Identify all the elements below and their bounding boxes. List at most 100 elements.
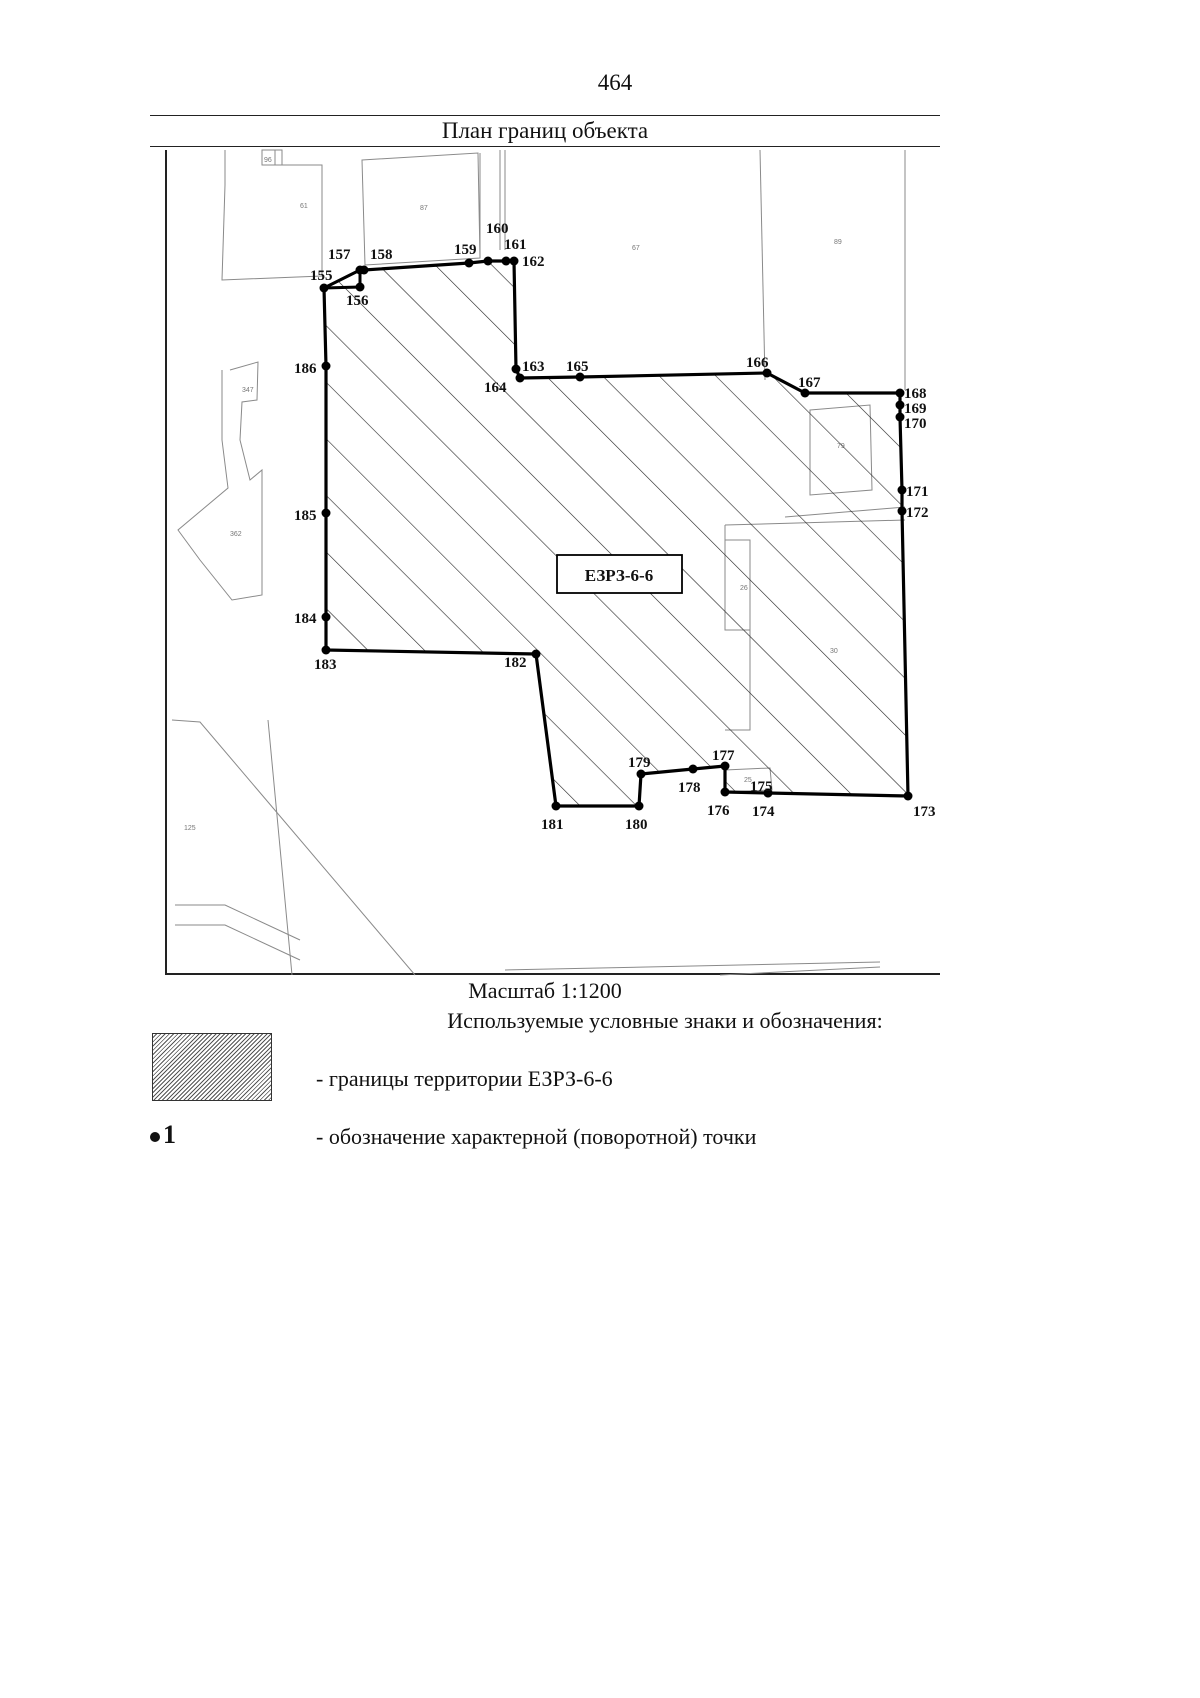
turning-point-185: 185 [294,508,331,524]
point-marker [551,801,561,811]
point-label: 178 [678,780,701,796]
legend-point-symbol: 1 [150,1120,176,1150]
zone-label: ЕЗРЗ-6-6 [585,566,653,585]
turning-point-176: 176 [707,787,730,819]
point-marker [903,791,913,801]
point-marker [501,256,511,266]
point-marker [321,612,331,622]
plot-number: 89 [834,239,842,246]
point-marker [359,265,369,275]
point-label: 163 [522,359,545,375]
point-label: 175 [750,779,773,795]
point-label: 164 [484,380,507,396]
point-marker [720,787,730,797]
point-marker [720,761,730,771]
point-label: 169 [904,401,927,417]
point-marker [509,256,519,266]
plot-number: 362 [230,531,242,538]
title-top-rule [150,115,940,116]
map-scale: Масштаб 1:1200 [468,978,622,1003]
turning-point-160: 160 [483,221,509,266]
title-bottom-rule [150,146,940,147]
turning-point-178: 178 [678,764,701,796]
turning-point-179: 179 [628,755,651,779]
point-label: 172 [906,505,929,521]
point-label: 155 [310,268,333,284]
plot-number: 96 [264,157,272,164]
turning-point-170: 170 [895,412,927,432]
point-marker [895,400,905,410]
turning-point-173: 173 [903,791,936,820]
page-number: 464 [597,70,633,95]
point-label: 184 [294,611,317,627]
point-marker [688,764,698,774]
point-label: 173 [913,804,936,820]
point-label: 156 [346,293,369,309]
turning-point-158: 158 [359,247,393,275]
plot-number: 67 [632,245,640,252]
point-label: 182 [504,655,527,671]
point-label: 161 [504,237,527,253]
point-label: 177 [712,748,735,764]
point-marker [897,485,907,495]
point-marker [895,388,905,398]
point-label: 165 [566,359,589,375]
point-label: 186 [294,361,317,377]
point-marker [634,801,644,811]
plan-title: План границ объекта [441,118,649,143]
point-label: 176 [707,803,730,819]
plot-number: 87 [420,205,428,212]
legend-point-number: 1 [163,1120,176,1149]
turning-point-155: 155 [310,268,333,293]
turning-point-186: 186 [294,361,331,377]
point-label: 159 [454,242,477,258]
point-marker [895,412,905,422]
turning-point-181: 181 [541,801,564,833]
turning-point-156: 156 [346,282,369,309]
point-dot-icon [150,1132,160,1143]
turning-point-171: 171 [897,484,929,500]
turning-point-165: 165 [566,359,589,382]
turning-point-175: 175 [750,779,773,798]
plot-number: 125 [184,825,196,832]
legend-hatch-swatch [152,1033,272,1101]
turning-point-163: 163 [511,359,545,375]
legend-hatch-text: - границы территории ЕЗРЗ-6-6 [316,1066,613,1091]
point-marker [636,769,646,779]
point-label: 167 [798,375,821,391]
turning-point-167: 167 [798,375,821,398]
point-marker [511,364,521,374]
point-label: 168 [904,386,927,402]
point-marker [464,258,474,268]
point-marker [321,645,331,655]
point-marker [515,373,525,383]
point-label: 157 [328,247,351,263]
turning-point-183: 183 [314,645,337,673]
turning-point-177: 177 [712,748,735,771]
turning-point-157: 157 [328,247,365,275]
turning-point-159: 159 [454,242,477,268]
point-marker [321,361,331,371]
point-label: 181 [541,817,564,833]
boundary-plan-map: 966187678934736226793025125 155156157158… [171,149,936,976]
point-label: 170 [904,416,927,432]
turning-point-172: 172 [897,505,929,521]
point-marker [762,368,772,378]
point-marker [800,388,810,398]
point-label: 171 [906,484,929,500]
zone-label-box: ЕЗРЗ-6-6 [556,554,683,594]
turning-point-184: 184 [294,611,331,627]
turning-point-164: 164 [484,373,525,396]
plot-number: 61 [300,203,308,210]
point-marker [575,372,585,382]
point-marker [483,256,493,266]
point-label: 162 [522,254,545,270]
point-marker [531,649,541,659]
point-label: 174 [752,804,775,820]
map-frame [165,150,940,975]
legend-point-text: - обозначение характерной (поворотной) т… [316,1124,757,1149]
turning-point-161: 161 [501,237,527,266]
point-label: 179 [628,755,651,771]
ezrz-zone-boundary [322,259,910,808]
